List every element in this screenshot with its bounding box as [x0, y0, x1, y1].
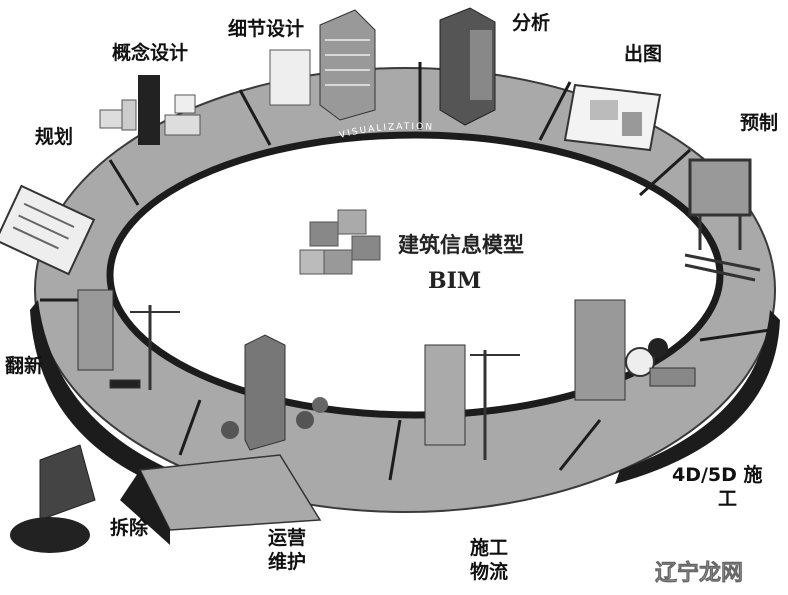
- stage-label-operations-line1: 运营: [268, 527, 307, 549]
- bim-logo-icon: [299, 209, 381, 275]
- stage-label-construction: 4D/5D 施 工: [672, 464, 763, 512]
- stage-label-operations: 运营 维护: [268, 527, 306, 575]
- concept-model-icon: [99, 75, 201, 145]
- stage-label-concept: 概念设计: [112, 42, 189, 64]
- stage-label-prefab: 预制: [740, 112, 779, 134]
- renovation-crane-icon: [77, 289, 180, 390]
- stage-label-detail: 细节设计: [228, 18, 305, 40]
- ring-tail-edge: [120, 470, 170, 545]
- stage-label-renovation: 翻新: [5, 355, 44, 377]
- stage-label-planning: 规划: [35, 126, 74, 148]
- stage-label-logistics: 施工 物流: [470, 537, 508, 585]
- ring-right-edge: [615, 310, 780, 484]
- logistics-crane-icon: [424, 344, 520, 460]
- clipboard-icon: [0, 184, 96, 276]
- stage-label-operations-line2: 维护: [268, 550, 307, 573]
- stage-label-construction-line1: 4D/5D 施: [672, 464, 763, 486]
- watermark: 辽宁龙网: [655, 561, 744, 587]
- ring-inner-rim: [106, 131, 724, 419]
- operations-building-icon: [221, 334, 328, 451]
- stage-label-construction-line2: 工: [718, 487, 738, 510]
- center-title: 建筑信息模型: [398, 233, 524, 257]
- analysis-building-icon: [439, 7, 496, 126]
- drawing-sheet-icon: [563, 83, 662, 152]
- segment-dividers: [40, 62, 771, 481]
- stage-label-demolition: 拆除: [110, 517, 149, 539]
- construction-4d5d-icon: [574, 299, 696, 401]
- stage-label-logistics-line1: 施工: [470, 537, 509, 559]
- stage-label-logistics-line2: 物流: [470, 560, 509, 583]
- detail-tower-icon: [269, 9, 376, 121]
- center-subtitle: BIM: [428, 268, 482, 294]
- stage-label-drawing: 出图: [624, 43, 663, 65]
- demolition-rubble-icon: [10, 444, 96, 553]
- prefab-crane-icon: [684, 158, 761, 282]
- stage-label-analysis: 分析: [512, 12, 551, 34]
